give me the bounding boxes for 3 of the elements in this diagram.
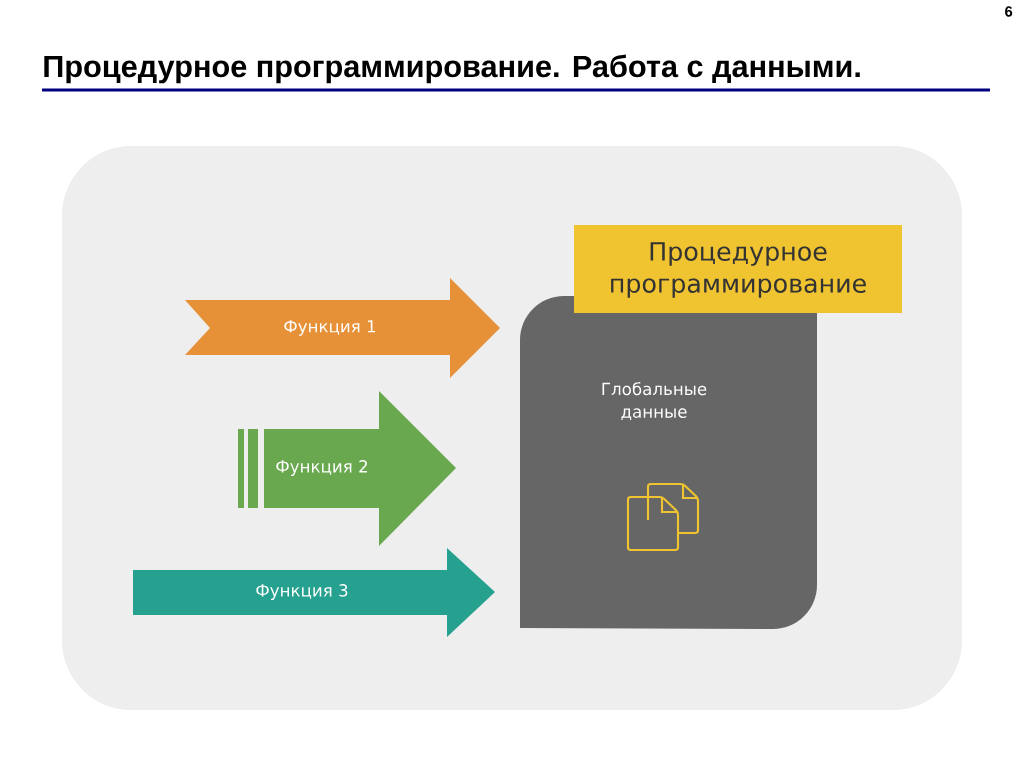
slide-title: Процедурное программирование. Работа с данными. [44,54,860,84]
title-box: Процедурное программирование [574,225,902,313]
page-number: 6 [1005,6,1013,17]
